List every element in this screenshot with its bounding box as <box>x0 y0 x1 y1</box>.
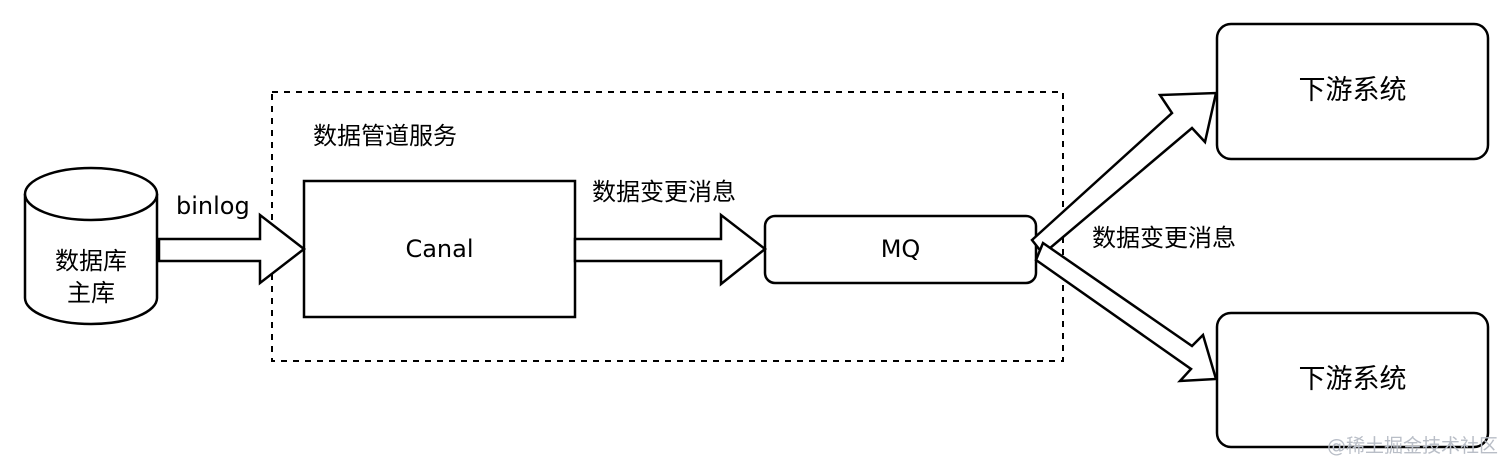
database-label-line1: 数据库 <box>55 246 127 275</box>
arrow-db-to-canal <box>157 212 307 286</box>
downstream-box-top <box>1215 22 1490 161</box>
database-cylinder <box>23 166 159 326</box>
downstream-bottom-label: 下游系统 <box>1298 363 1407 395</box>
canal-label: Canal <box>405 234 474 263</box>
downstream-top-label: 下游系统 <box>1298 75 1407 107</box>
watermark: @稀土掘金技术社区 <box>1326 435 1498 457</box>
arrow-mq-to-downstream-bottom <box>1034 241 1218 383</box>
change-message-label-2: 数据变更消息 <box>1092 224 1236 252</box>
change-message-label-1: 数据变更消息 <box>592 178 736 206</box>
arrow-mq-to-downstream-top <box>1030 91 1218 256</box>
arrow-canal-to-mq <box>573 212 768 287</box>
binlog-label: binlog <box>176 192 250 220</box>
mq-label: MQ <box>880 235 921 264</box>
database-label: 数据库 主库 <box>25 240 157 314</box>
database-label-line2: 主库 <box>67 279 115 307</box>
service-boundary-label: 数据管道服务 <box>313 122 457 150</box>
